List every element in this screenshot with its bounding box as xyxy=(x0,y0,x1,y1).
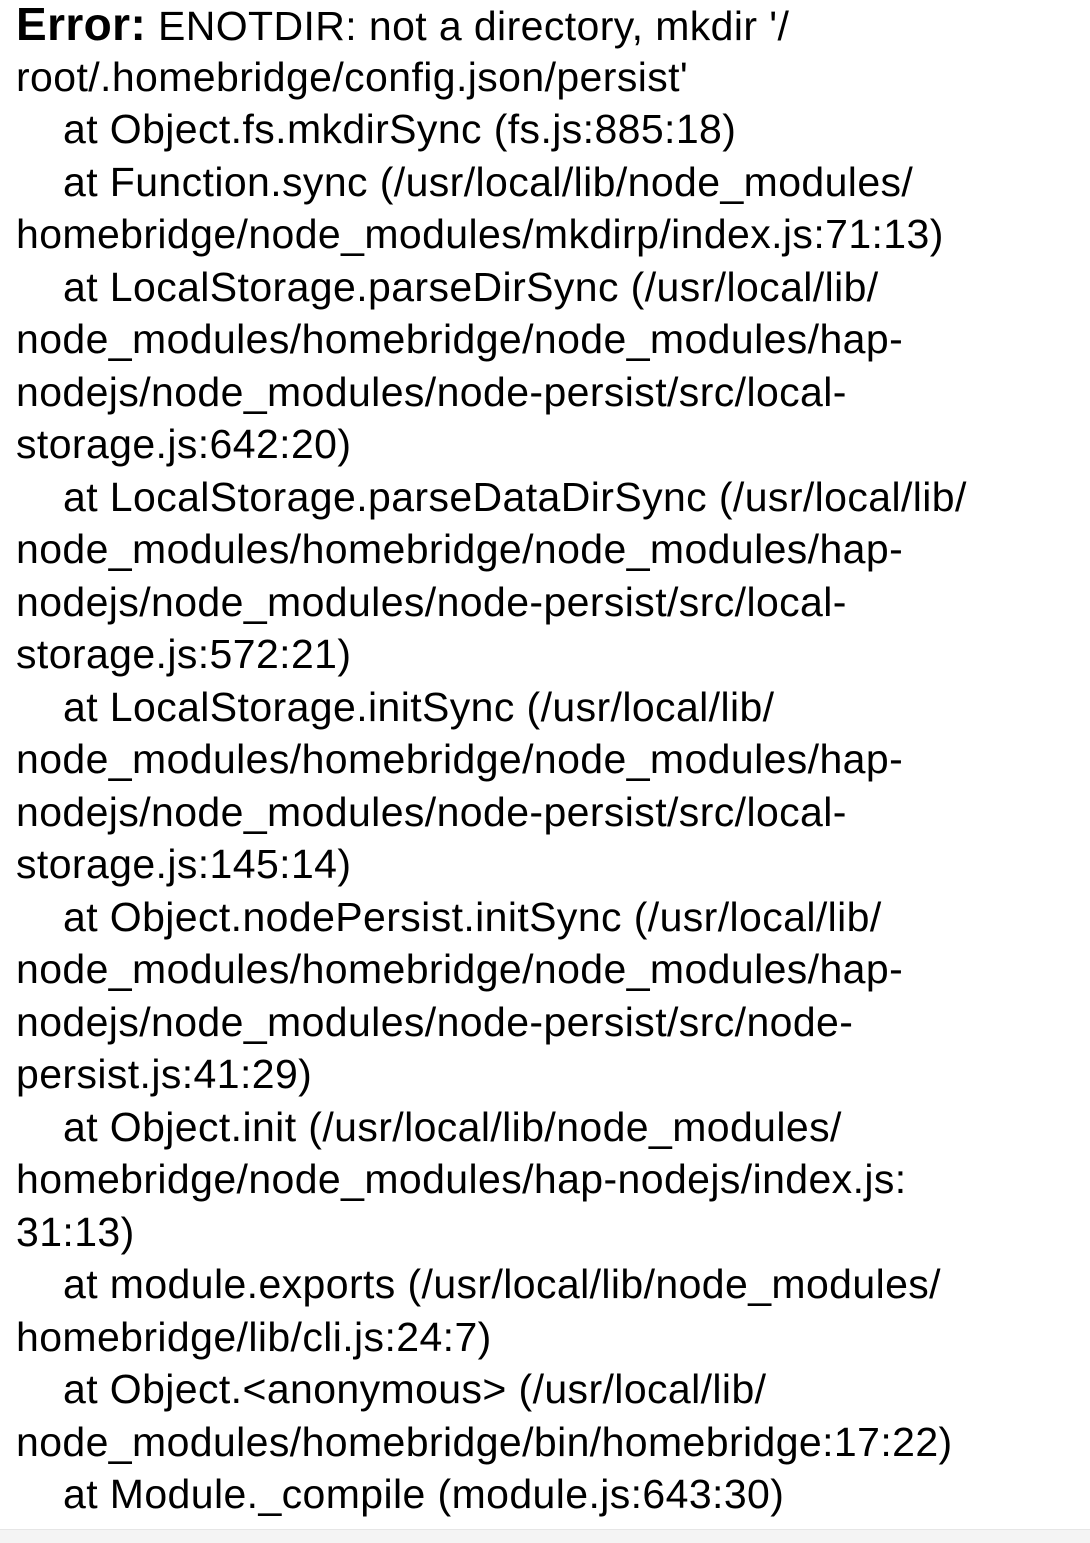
stack-continuation-line: homebridge/node_modules/mkdirp/index.js:… xyxy=(16,211,944,257)
stack-continuation-line: node_modules/homebridge/node_modules/hap… xyxy=(16,946,904,992)
stack-continuation-line: 31:13) xyxy=(16,1208,135,1255)
error-header-line: Error: ENOTDIR: not a directory, mkdir '… xyxy=(16,0,1090,51)
stack-continuation-line: nodejs/node_modules/node-persist/src/loc… xyxy=(16,578,847,625)
error-message: ENOTDIR: not a directory, mkdir '/ xyxy=(146,3,790,49)
stack-continuation-line: homebridge/node_modules/hap-nodejs/index… xyxy=(16,1156,907,1202)
stack-continuation-line: persist.js:41:29) xyxy=(16,1051,313,1097)
stack-continuation-line: homebridge/lib/cli.js:24:7) xyxy=(16,1313,492,1360)
stack-frame-line: at LocalStorage.initSync (/usr/local/lib… xyxy=(63,683,775,730)
stack-continuation-line: root/.homebridge/config.json/persist' xyxy=(16,53,689,100)
stack-continuation-line: storage.js:572:21) xyxy=(16,631,352,677)
stack-frame-line: at LocalStorage.parseDirSync (/usr/local… xyxy=(63,263,879,310)
stack-frame-line: at Function.sync (/usr/local/lib/node_mo… xyxy=(63,158,914,205)
stack-frame-line: at Object.nodePersist.initSync (/usr/loc… xyxy=(63,893,882,940)
bottom-toolbar xyxy=(0,1529,1090,1543)
error-log: Error: ENOTDIR: not a directory, mkdir '… xyxy=(16,0,1090,1521)
stack-frame-line: at Object.fs.mkdirSync (fs.js:885:18) xyxy=(63,106,737,152)
stack-continuation-line: node_modules/homebridge/node_modules/hap… xyxy=(16,736,904,782)
stack-continuation-line: node_modules/homebridge/node_modules/hap… xyxy=(16,526,904,572)
stack-continuation-line: storage.js:642:20) xyxy=(16,421,352,467)
error-label: Error: xyxy=(16,0,147,50)
stack-continuation-line: nodejs/node_modules/node-persist/src/nod… xyxy=(16,998,854,1045)
stack-continuation-line: node_modules/homebridge/node_modules/hap… xyxy=(16,316,904,362)
stack-frame-line: at Object.<anonymous> (/usr/local/lib/ xyxy=(63,1366,767,1412)
stack-frame-line: at Object.init (/usr/local/lib/node_modu… xyxy=(63,1103,842,1150)
stack-continuation-line: node_modules/homebridge/bin/homebridge:1… xyxy=(16,1418,953,1465)
stack-continuation-line: nodejs/node_modules/node-persist/src/loc… xyxy=(16,788,847,835)
stack-frame-line: at module.exports (/usr/local/lib/node_m… xyxy=(63,1261,941,1307)
stack-frame-line: at LocalStorage.parseDataDirSync (/usr/l… xyxy=(63,473,967,520)
stack-continuation-line: storage.js:145:14) xyxy=(16,841,352,887)
stack-frame-line: at Module._compile (module.js:643:30) xyxy=(63,1471,785,1517)
stack-continuation-line: nodejs/node_modules/node-persist/src/loc… xyxy=(16,368,847,415)
